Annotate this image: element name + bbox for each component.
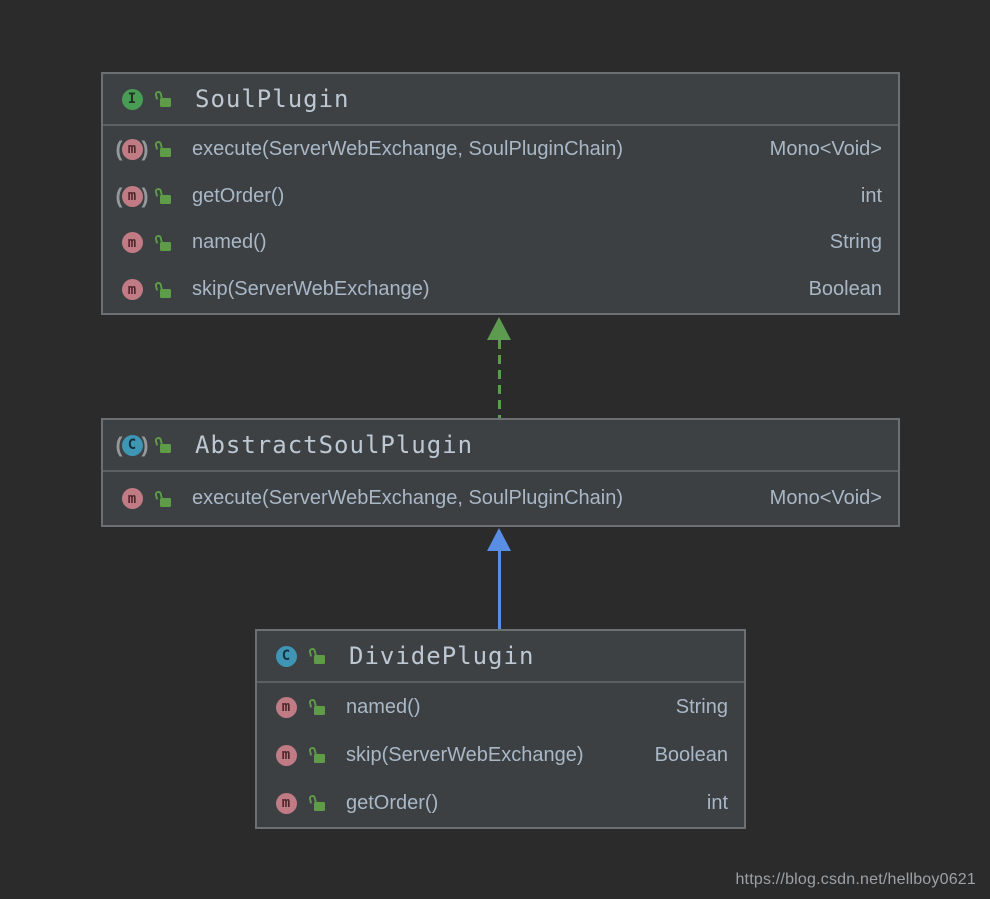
- method-signature: execute(ServerWebExchange, SoulPluginCha…: [192, 137, 623, 160]
- method-row[interactable]: m execute(ServerWebExchange, SoulPluginCh…: [103, 126, 898, 173]
- method-return-type: String: [675, 695, 728, 718]
- public-lock-icon: [155, 437, 171, 453]
- method-row[interactable]: m named() String: [103, 220, 898, 267]
- arrow-head-icon: [487, 317, 511, 340]
- class-header[interactable]: I SoulPlugin: [103, 74, 898, 126]
- method-list: m named() String m skip(ServerWebExchange) Bo…: [257, 683, 744, 827]
- abstract-class-icon: C: [115, 434, 149, 456]
- method-icon: m: [269, 792, 303, 814]
- class-node-soulplugin[interactable]: I SoulPlugin m execute(ServerWebExchange,…: [101, 72, 900, 315]
- method-return-type: Mono<Void>: [769, 137, 882, 160]
- public-lock-icon: [155, 282, 171, 298]
- class-node-divideplugin[interactable]: C DividePlugin m named() String m skip(Serve…: [255, 629, 746, 829]
- method-row[interactable]: m execute(ServerWebExchange, SoulPluginCh…: [103, 472, 898, 525]
- interface-icon: I: [115, 88, 149, 110]
- public-lock-icon: [155, 188, 171, 205]
- method-icon: m: [115, 232, 149, 254]
- public-lock-icon: [155, 141, 171, 158]
- method-icon: m: [115, 488, 149, 509]
- arrow-line: [498, 340, 501, 418]
- method-icon: m: [269, 696, 303, 718]
- method-return-type: int: [706, 791, 728, 814]
- method-list: m execute(ServerWebExchange, SoulPluginCh…: [103, 126, 898, 313]
- method-signature: getOrder(): [192, 184, 285, 207]
- method-signature: skip(ServerWebExchange): [192, 278, 430, 301]
- abstract-method-icon: m: [115, 185, 149, 207]
- method-row[interactable]: m skip(ServerWebExchange) Boolean: [257, 731, 744, 779]
- public-lock-icon: [155, 91, 171, 107]
- class-header[interactable]: C AbstractSoulPlugin: [103, 420, 898, 472]
- method-list: m execute(ServerWebExchange, SoulPluginCh…: [103, 472, 898, 525]
- method-return-type: Boolean: [808, 278, 882, 301]
- public-lock-icon: [309, 699, 325, 715]
- arrow-head-icon: [487, 528, 511, 551]
- public-lock-icon: [155, 491, 171, 507]
- public-lock-icon: [155, 235, 171, 251]
- method-return-type: int: [860, 184, 882, 207]
- method-row[interactable]: m getOrder() int: [103, 173, 898, 220]
- class-name: DividePlugin: [349, 642, 535, 670]
- method-return-type: Boolean: [654, 743, 728, 766]
- public-lock-icon: [309, 747, 325, 763]
- method-return-type: Mono<Void>: [769, 487, 882, 509]
- abstract-method-icon: m: [115, 138, 149, 160]
- method-signature: skip(ServerWebExchange): [346, 743, 584, 766]
- class-header[interactable]: C DividePlugin: [257, 631, 744, 683]
- method-row[interactable]: m getOrder() int: [257, 779, 744, 827]
- public-lock-icon: [309, 795, 325, 811]
- class-node-abstractsoulplugin[interactable]: C AbstractSoulPlugin m execute(ServerWebE…: [101, 418, 900, 527]
- method-signature: execute(ServerWebExchange, SoulPluginCha…: [192, 487, 623, 509]
- arrow-line: [498, 551, 501, 629]
- method-signature: getOrder(): [346, 791, 439, 814]
- method-signature: named(): [346, 695, 421, 718]
- method-return-type: String: [829, 231, 882, 254]
- class-name: AbstractSoulPlugin: [195, 431, 474, 459]
- public-lock-icon: [309, 648, 325, 664]
- method-icon: m: [269, 744, 303, 766]
- method-signature: named(): [192, 231, 267, 254]
- method-row[interactable]: m skip(ServerWebExchange) Boolean: [103, 266, 898, 313]
- class-icon: C: [269, 645, 303, 667]
- method-icon: m: [115, 279, 149, 301]
- class-name: SoulPlugin: [195, 85, 350, 113]
- watermark-text: https://blog.csdn.net/hellboy0621: [735, 871, 976, 888]
- method-row[interactable]: m named() String: [257, 683, 744, 731]
